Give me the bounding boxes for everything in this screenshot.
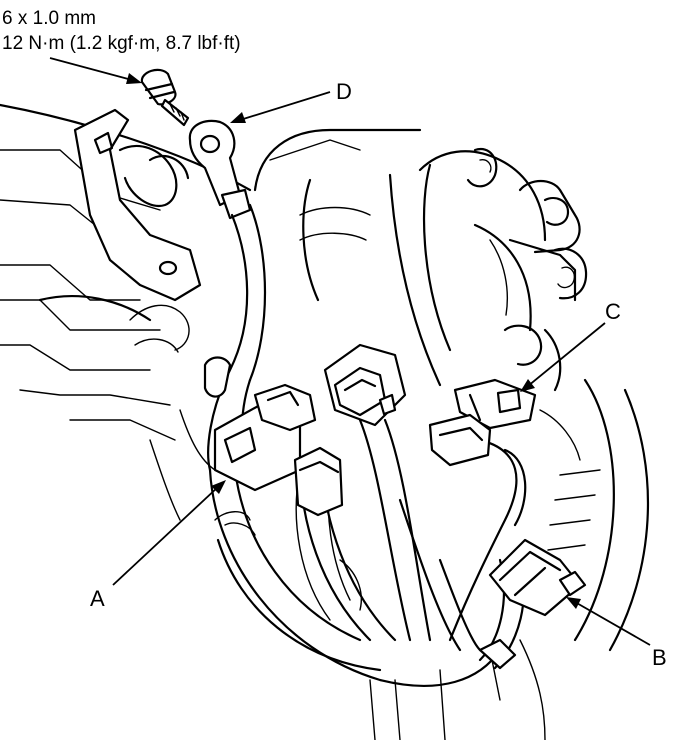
callout-label-c: C (605, 299, 621, 324)
callout-label-d: D (336, 79, 352, 104)
leader-arrows (49, 57, 651, 646)
center-connector (323, 343, 407, 427)
engine-background (0, 103, 649, 740)
connector-a (213, 383, 344, 517)
connector-c (428, 378, 537, 467)
callout-label-b: B (652, 645, 667, 670)
callout-label-a: A (90, 586, 105, 611)
fastener-size-text: 6 x 1.0 mm (2, 8, 96, 29)
ground-cable-d (188, 119, 267, 472)
flange-bolt (140, 68, 190, 127)
connector-b (488, 538, 587, 617)
fastener-torque-text: 12 N·m (1.2 kgf·m, 8.7 lbf·ft) (2, 33, 241, 54)
mounting-bracket (73, 108, 202, 302)
